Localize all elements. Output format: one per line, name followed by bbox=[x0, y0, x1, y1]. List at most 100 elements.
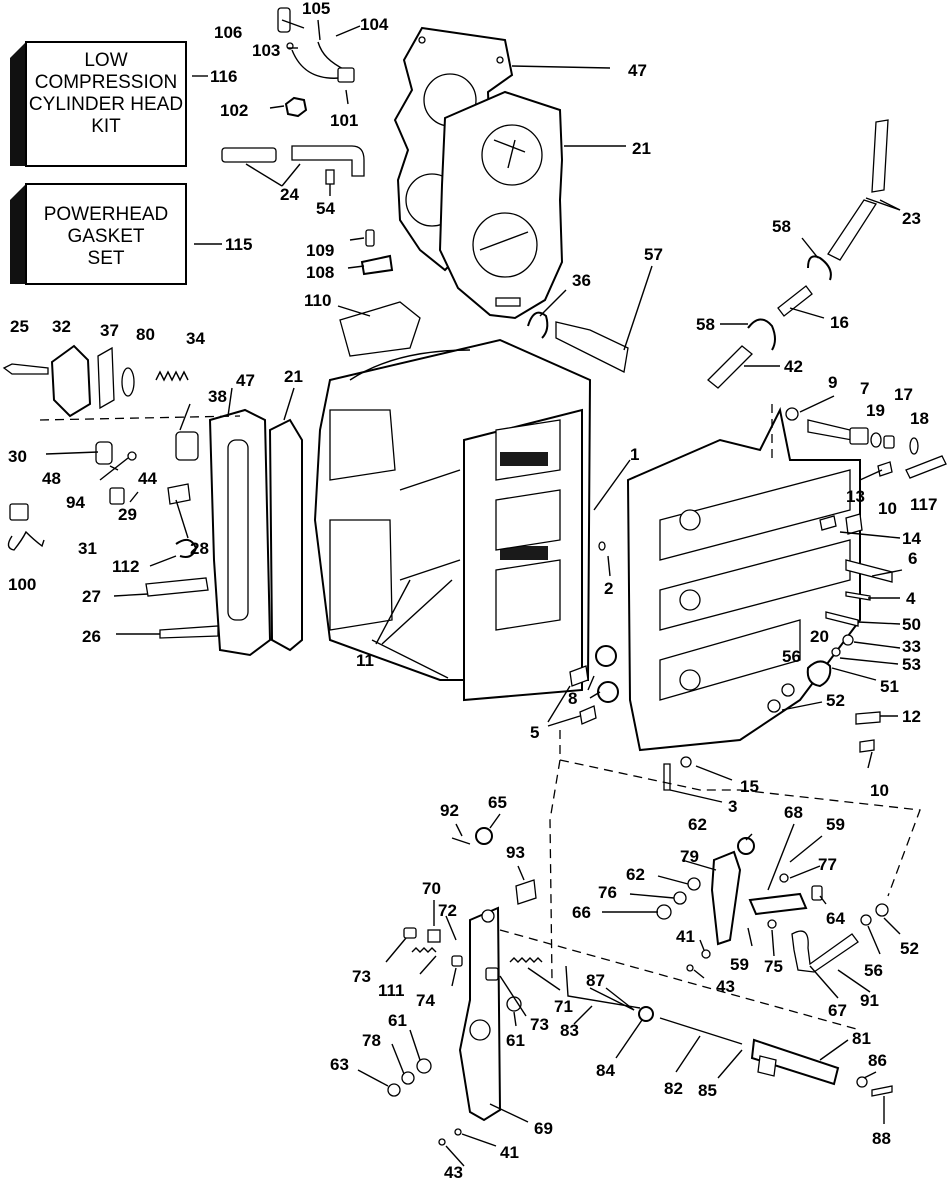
spring-34 bbox=[155, 370, 189, 382]
temperature-sensor-assembly bbox=[277, 7, 355, 83]
callout-72: 72 bbox=[438, 901, 457, 920]
ref-line-b bbox=[559, 730, 740, 791]
gasket-line-3: SET bbox=[88, 248, 125, 269]
callout-29: 29 bbox=[118, 505, 137, 524]
callout-34: 34 bbox=[186, 329, 205, 348]
callout-8: 8 bbox=[568, 689, 577, 708]
callout-54: 54 bbox=[316, 199, 335, 218]
callout-59a: 59 bbox=[826, 815, 845, 834]
kit-ref-116: 116 bbox=[210, 67, 237, 86]
callout-14: 14 bbox=[902, 529, 921, 548]
o-ring-80 bbox=[121, 367, 135, 397]
callout-63: 63 bbox=[330, 1055, 349, 1074]
callout-61a: 61 bbox=[506, 1031, 525, 1050]
ref-line-e bbox=[499, 929, 861, 1031]
callout-12: 12 bbox=[902, 707, 921, 726]
ref-line-c bbox=[549, 759, 561, 981]
callout-108: 108 bbox=[306, 263, 334, 282]
callout-62a: 62 bbox=[688, 815, 707, 834]
callout-47a: 47 bbox=[628, 61, 647, 80]
callout-64: 64 bbox=[826, 909, 845, 928]
callout-6: 6 bbox=[908, 549, 917, 568]
callout-31: 31 bbox=[78, 539, 97, 558]
callout-25: 25 bbox=[10, 317, 29, 336]
callout-7: 7 bbox=[860, 379, 869, 398]
callout-70: 70 bbox=[422, 879, 441, 898]
callout-112: 112 bbox=[112, 557, 139, 576]
callout-59b: 59 bbox=[730, 955, 749, 974]
callout-43a: 43 bbox=[716, 977, 735, 996]
callout-21a: 21 bbox=[632, 139, 651, 158]
callout-117: 117 bbox=[910, 495, 937, 514]
callout-38: 38 bbox=[208, 387, 227, 406]
callout-77: 77 bbox=[818, 855, 837, 874]
callout-44: 44 bbox=[138, 469, 157, 488]
callout-82: 82 bbox=[664, 1079, 683, 1098]
kit-line-1: LOW bbox=[84, 50, 127, 71]
callout-30: 30 bbox=[8, 447, 27, 466]
callout-20: 20 bbox=[810, 627, 829, 646]
callout-33: 33 bbox=[902, 637, 921, 656]
small-parts-left bbox=[7, 431, 219, 639]
callout-10a: 10 bbox=[878, 499, 897, 518]
callout-104: 104 bbox=[360, 15, 389, 34]
callout-83: 83 bbox=[560, 1021, 579, 1040]
callout-109: 109 bbox=[306, 241, 334, 260]
callout-48: 48 bbox=[42, 469, 61, 488]
thermostat-cover-32 bbox=[50, 344, 92, 418]
kit-line-3: CYLINDER HEAD bbox=[29, 94, 183, 115]
callout-42: 42 bbox=[784, 357, 803, 376]
intake-manifold bbox=[626, 406, 861, 752]
callout-28: 28 bbox=[190, 539, 209, 558]
callout-66: 66 bbox=[572, 903, 591, 922]
callout-36: 36 bbox=[572, 271, 591, 290]
callout-92: 92 bbox=[440, 801, 459, 820]
callout-27: 27 bbox=[82, 587, 101, 606]
callout-75: 75 bbox=[764, 957, 783, 976]
callout-47b: 47 bbox=[236, 371, 255, 390]
callout-100: 100 bbox=[8, 575, 36, 594]
callout-78: 78 bbox=[362, 1031, 381, 1050]
callout-23: 23 bbox=[902, 209, 921, 228]
clamp-58-upper bbox=[807, 255, 832, 281]
shift-rod-assembly bbox=[565, 965, 893, 1097]
callout-58b: 58 bbox=[696, 315, 715, 334]
callout-13: 13 bbox=[846, 487, 865, 506]
exhaust-cover-47-left bbox=[208, 408, 272, 657]
callout-26: 26 bbox=[82, 627, 101, 646]
screw-25 bbox=[2, 363, 49, 375]
callout-101: 101 bbox=[330, 111, 358, 130]
washers-plugs bbox=[569, 541, 619, 725]
callout-73a: 73 bbox=[352, 967, 371, 986]
callout-41a: 41 bbox=[676, 927, 695, 946]
cylinder-block bbox=[313, 338, 592, 702]
callout-87: 87 bbox=[586, 971, 605, 990]
callout-21b: 21 bbox=[284, 367, 303, 386]
callout-85: 85 bbox=[698, 1081, 717, 1100]
callout-2: 2 bbox=[604, 579, 613, 598]
kit-line-4: KIT bbox=[91, 116, 121, 137]
callout-68: 68 bbox=[784, 803, 803, 822]
fitting-16 bbox=[777, 285, 813, 317]
callout-80: 80 bbox=[136, 325, 155, 344]
callout-57: 57 bbox=[644, 245, 663, 264]
callout-111: 111 bbox=[378, 981, 405, 1000]
ref-line-d bbox=[739, 789, 921, 897]
hoses-24 bbox=[221, 145, 365, 185]
pin-42 bbox=[707, 345, 753, 389]
callout-76: 76 bbox=[598, 883, 617, 902]
callout-labels: 1061051041034710210121245423109108575836… bbox=[8, 0, 937, 1180]
hose-57 bbox=[555, 321, 629, 373]
head-gasket-21-top bbox=[438, 90, 564, 320]
callout-69: 69 bbox=[534, 1119, 553, 1138]
callout-1: 1 bbox=[630, 445, 639, 464]
callout-37: 37 bbox=[100, 321, 119, 340]
ref-line-a bbox=[39, 415, 241, 421]
callout-41b: 41 bbox=[500, 1143, 519, 1162]
throttle-arm-assembly bbox=[656, 837, 889, 973]
kit-ref-115: 115 bbox=[225, 235, 252, 254]
callout-56b: 56 bbox=[864, 961, 883, 980]
callout-51: 51 bbox=[880, 677, 899, 696]
callout-93: 93 bbox=[506, 843, 525, 862]
callout-10b: 10 bbox=[870, 781, 889, 800]
